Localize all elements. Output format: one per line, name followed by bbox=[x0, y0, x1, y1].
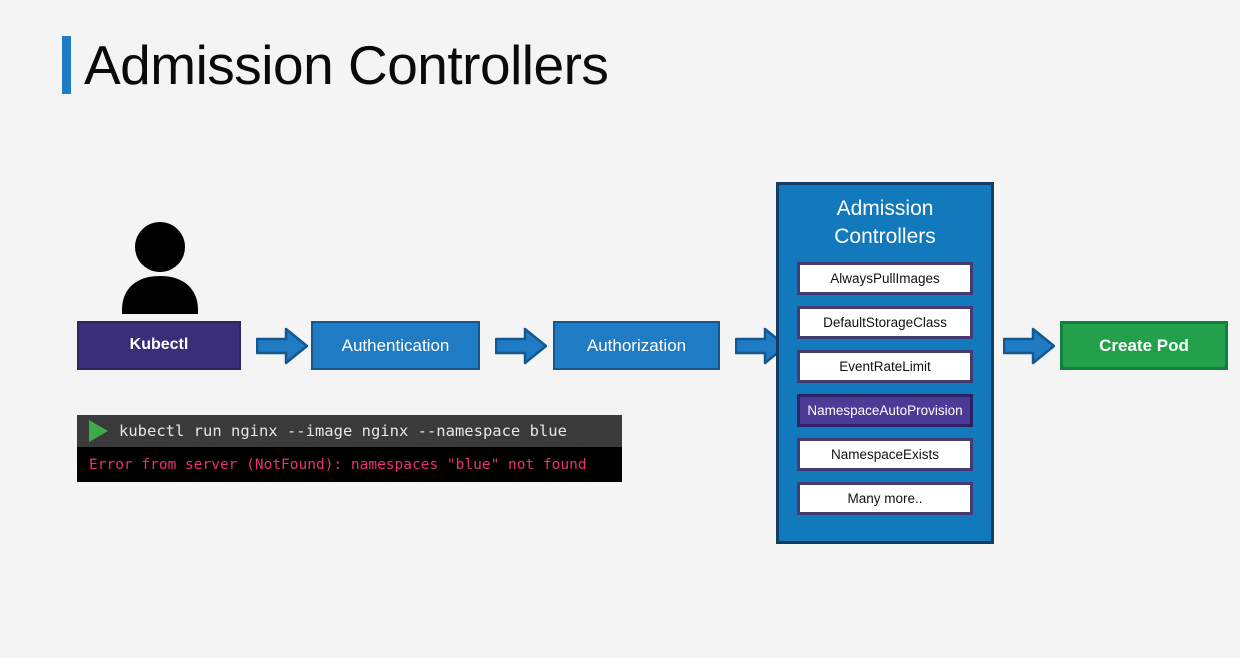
list-item[interactable]: Many more.. bbox=[797, 481, 973, 515]
right-arrow-icon bbox=[735, 327, 787, 365]
flow-box-kubectl-label: Kubectl bbox=[129, 336, 189, 354]
terminal-command-text: kubectl run nginx --image nginx --namesp… bbox=[119, 422, 567, 440]
play-triangle-icon bbox=[89, 420, 108, 442]
title-accent-bar bbox=[62, 36, 71, 94]
admission-panel-title-line2: Controllers bbox=[834, 225, 936, 249]
terminal-error-text: Error from server (NotFound): namespaces… bbox=[89, 456, 587, 473]
terminal-command-bar[interactable]: kubectl run nginx --image nginx --namesp… bbox=[77, 415, 622, 447]
list-item[interactable]: DefaultStorageClass bbox=[797, 305, 973, 339]
flow-box-authorization[interactable]: Authorization bbox=[553, 321, 720, 370]
terminal-output-bar: Error from server (NotFound): namespaces… bbox=[77, 447, 622, 482]
admission-panel-title: Admission Controllers bbox=[779, 195, 991, 252]
list-item-label: EventRateLimit bbox=[839, 358, 931, 374]
flow-box-authorization-label: Authorization bbox=[586, 335, 687, 355]
list-item-label: NamespaceAutoProvision bbox=[807, 402, 963, 418]
flow-box-kubectl[interactable]: Kubectl bbox=[77, 321, 241, 370]
right-arrow-icon bbox=[495, 327, 547, 365]
admission-controllers-panel: Admission Controllers AlwaysPullImages D… bbox=[776, 182, 994, 544]
page-title: Admission Controllers bbox=[84, 33, 609, 96]
right-arrow-icon bbox=[256, 327, 308, 365]
list-item-label: AlwaysPullImages bbox=[830, 270, 940, 286]
list-item[interactable]: EventRateLimit bbox=[797, 349, 973, 383]
list-item-label: Many more.. bbox=[847, 490, 923, 506]
admission-controllers-list: AlwaysPullImages DefaultStorageClass Eve… bbox=[779, 261, 991, 515]
right-arrow-icon bbox=[1003, 327, 1055, 365]
admission-panel-title-line1: Admission bbox=[836, 197, 934, 220]
list-item-label: DefaultStorageClass bbox=[823, 314, 947, 330]
list-item-label: NamespaceExists bbox=[830, 446, 940, 462]
flow-box-create-pod-label: Create Pod bbox=[1099, 335, 1189, 355]
person-icon bbox=[122, 222, 198, 314]
flow-box-create-pod[interactable]: Create Pod bbox=[1060, 321, 1228, 370]
list-item-highlighted[interactable]: NamespaceAutoProvision bbox=[797, 393, 973, 427]
flow-box-authentication-label: Authentication bbox=[341, 335, 450, 355]
flow-box-authentication[interactable]: Authentication bbox=[311, 321, 480, 370]
page-title-area: Admission Controllers bbox=[62, 33, 609, 96]
terminal-block: kubectl run nginx --image nginx --namesp… bbox=[77, 415, 622, 482]
list-item[interactable]: AlwaysPullImages bbox=[797, 261, 973, 295]
list-item[interactable]: NamespaceExists bbox=[797, 437, 973, 471]
